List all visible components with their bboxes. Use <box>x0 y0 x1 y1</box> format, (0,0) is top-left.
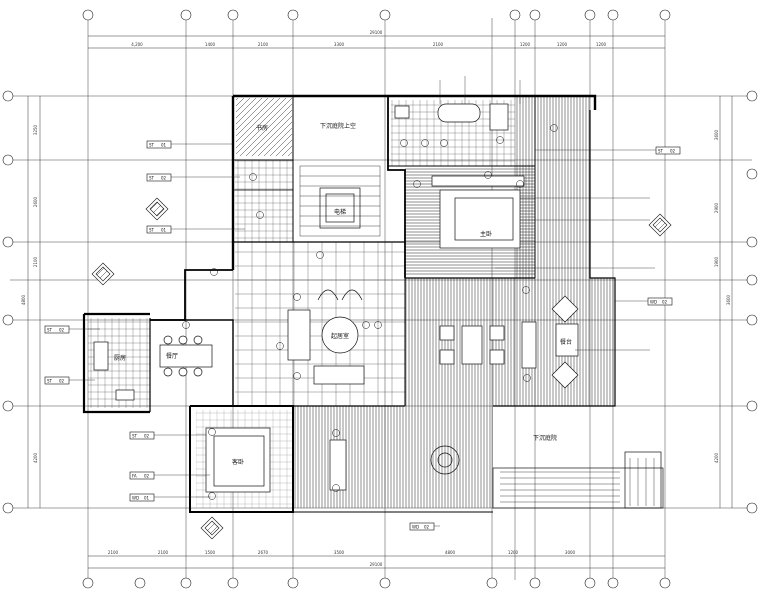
svg-text:3500: 3500 <box>334 550 345 555</box>
svg-text:ST: ST <box>149 143 155 148</box>
furniture <box>93 103 664 509</box>
svg-text:3000: 3000 <box>565 550 576 555</box>
room-dining: 餐厅 <box>166 352 178 360</box>
svg-text:1200: 1200 <box>596 42 607 47</box>
dims-left-col: 3250 2600 2100 4800 4200 <box>21 124 38 463</box>
room-deck: 下沉庭院 <box>533 434 557 442</box>
room-second-bed: 客卧 <box>232 458 244 466</box>
leader-lines <box>69 76 656 527</box>
svg-text:WD: WD <box>650 300 657 305</box>
svg-text:02: 02 <box>424 525 430 530</box>
svg-text:1200: 1200 <box>508 550 519 555</box>
stair-note: 下沉庭院上空 <box>320 122 356 130</box>
svg-text:02: 02 <box>59 379 65 384</box>
svg-text:02: 02 <box>144 434 150 439</box>
room-kitchen: 厨房 <box>114 354 126 362</box>
svg-text:4800: 4800 <box>445 550 456 555</box>
svg-text:02: 02 <box>662 300 668 305</box>
svg-text:1400: 1400 <box>205 42 216 47</box>
svg-text:01: 01 <box>144 496 150 501</box>
svg-text:2100: 2100 <box>433 42 444 47</box>
floor-areas <box>88 96 615 508</box>
svg-text:02: 02 <box>670 149 676 154</box>
floor-medallions <box>91 197 672 540</box>
svg-text:4200: 4200 <box>33 452 38 463</box>
svg-text:WD: WD <box>412 525 419 530</box>
svg-text:2900: 2900 <box>714 202 719 213</box>
room-dining-terrace: 餐台 <box>560 338 572 346</box>
dims-top-row: 4,200 1400 2100 3300 2100 1200 1200 1200 <box>131 42 606 47</box>
svg-text:2100: 2100 <box>33 256 38 267</box>
dims-right-col: 3600 2900 1900 3600 4200 <box>714 129 731 463</box>
svg-text:02: 02 <box>59 328 65 333</box>
fixture-markers <box>182 124 558 500</box>
svg-text:2670: 2670 <box>258 550 269 555</box>
overall-dim-top: 29100 <box>370 30 383 35</box>
svg-text:01: 01 <box>161 143 167 148</box>
room-living: 起居室 <box>331 332 349 340</box>
svg-text:WD: WD <box>132 496 139 501</box>
overall-dim-bottom: 29100 <box>370 562 383 567</box>
svg-text:ST: ST <box>658 149 664 154</box>
svg-text:FA: FA <box>132 474 137 479</box>
svg-text:1200: 1200 <box>520 42 531 47</box>
svg-text:ST: ST <box>149 228 155 233</box>
room-study: 书房 <box>256 124 268 132</box>
svg-text:2600: 2600 <box>33 196 38 207</box>
room-master-bed: 主卧 <box>480 230 492 238</box>
walls <box>82 94 616 513</box>
svg-text:3250: 3250 <box>33 124 38 135</box>
svg-text:1900: 1900 <box>714 256 719 267</box>
svg-text:ST: ST <box>47 328 53 333</box>
dims-bottom-row: 2100 2100 1500 2670 3500 4800 1200 3000 <box>108 550 576 555</box>
svg-text:3300: 3300 <box>334 42 345 47</box>
svg-text:3600: 3600 <box>726 294 731 305</box>
svg-text:3600: 3600 <box>714 129 719 140</box>
svg-text:4200: 4200 <box>714 452 719 463</box>
svg-text:02: 02 <box>161 176 167 181</box>
svg-text:2100: 2100 <box>158 550 169 555</box>
svg-text:ST: ST <box>132 434 138 439</box>
room-labels: 起居室 餐台 厨房 餐厅 主卧 客卧 书房 电梯 下沉庭院 下沉庭院上空 <box>114 122 572 466</box>
svg-text:4,200: 4,200 <box>131 42 143 47</box>
svg-text:ST: ST <box>149 176 155 181</box>
svg-text:02: 02 <box>144 474 150 479</box>
svg-text:01: 01 <box>161 228 167 233</box>
svg-text:2100: 2100 <box>258 42 269 47</box>
room-lift: 电梯 <box>334 208 346 216</box>
dimension-lines <box>27 35 733 569</box>
grid-bubbles <box>2 9 758 589</box>
svg-text:2100: 2100 <box>108 550 119 555</box>
material-tags <box>44 140 681 531</box>
svg-text:ST: ST <box>47 379 53 384</box>
svg-text:1200: 1200 <box>557 42 568 47</box>
svg-text:1500: 1500 <box>205 550 216 555</box>
svg-text:4800: 4800 <box>21 294 26 305</box>
